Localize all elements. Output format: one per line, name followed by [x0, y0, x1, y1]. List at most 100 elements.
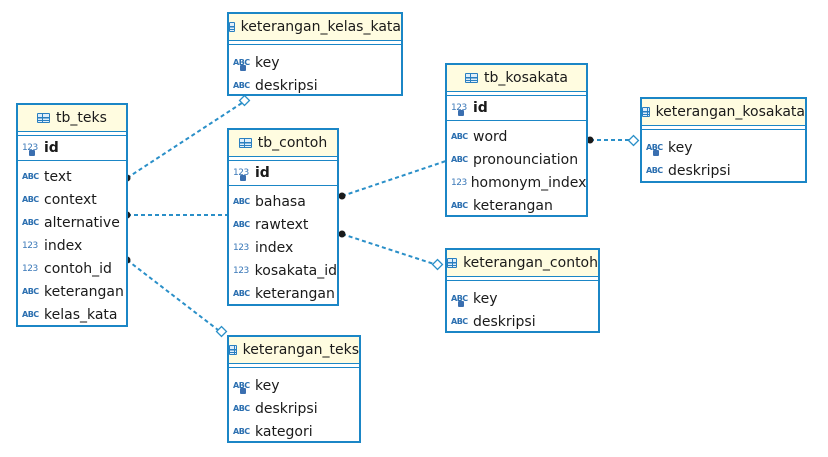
- column-name: keterangan: [473, 197, 553, 214]
- header-separator: [229, 41, 401, 45]
- table-header[interactable]: tb_teks: [18, 105, 126, 132]
- table-icon: [465, 73, 479, 83]
- column-row[interactable]: 123 contoh_id: [18, 257, 126, 280]
- table-name: tb_kosakata: [484, 70, 568, 86]
- edge-end-diamond: [215, 325, 228, 338]
- column-name: id: [255, 165, 270, 181]
- key-type-icon: ABC: [451, 294, 468, 307]
- numeric-type-icon: 123: [451, 177, 467, 188]
- text-type-icon: ABC: [646, 166, 663, 175]
- column-name: deskripsi: [473, 313, 536, 330]
- table-name: tb_teks: [56, 110, 107, 126]
- table-header[interactable]: keterangan_kosakata: [642, 99, 805, 126]
- key-type-icon: ABC: [233, 58, 250, 71]
- text-type-icon: ABC: [233, 197, 250, 206]
- column-name: key: [255, 377, 280, 394]
- table-header[interactable]: keterangan_kelas_kata: [229, 14, 401, 41]
- table-header[interactable]: keterangan_teks: [229, 337, 359, 364]
- text-type-icon: ABC: [233, 427, 250, 436]
- text-type-icon: ABC: [22, 287, 39, 296]
- column-name: context: [44, 191, 97, 208]
- column-name: word: [473, 128, 508, 145]
- edge-teks-contoh: [123, 211, 229, 219]
- numeric-type-icon: 123: [233, 242, 249, 253]
- column-name: deskripsi: [255, 77, 318, 94]
- column-name: alternative: [44, 214, 120, 231]
- header-separator: [642, 126, 805, 130]
- table-header[interactable]: keterangan_contoh: [447, 250, 598, 277]
- table-name: keterangan_kosakata: [655, 104, 805, 120]
- table-keterangan-kelas-kata[interactable]: keterangan_kelas_kata ABC key ABC deskrips…: [227, 12, 403, 96]
- column-row[interactable]: ABC keterangan: [447, 194, 586, 217]
- table-icon: [37, 113, 51, 123]
- table-name: keterangan_contoh: [463, 255, 598, 271]
- table-icon: [229, 22, 235, 32]
- column-name: key: [668, 139, 693, 156]
- edge-end-diamond: [238, 94, 251, 107]
- numeric-type-icon: 123: [22, 263, 38, 274]
- column-name: contoh_id: [44, 260, 112, 277]
- column-row[interactable]: ABC alternative: [18, 211, 126, 234]
- column-row[interactable]: ABC keterangan: [18, 280, 126, 303]
- column-name: id: [44, 140, 59, 156]
- text-type-icon: ABC: [22, 195, 39, 204]
- edge-end-diamond: [431, 258, 444, 271]
- column-row[interactable]: ABC deskripsi: [229, 74, 401, 97]
- primary-key-row[interactable]: 123 id: [18, 136, 126, 161]
- column-row[interactable]: ABC key: [229, 51, 401, 74]
- text-type-icon: ABC: [451, 155, 468, 164]
- column-name: keterangan: [44, 283, 124, 300]
- table-header[interactable]: tb_kosakata: [447, 65, 586, 92]
- text-type-icon: ABC: [451, 317, 468, 326]
- column-name: key: [255, 54, 280, 71]
- primary-key-row[interactable]: 123 id: [447, 96, 586, 121]
- column-row[interactable]: ABC context: [18, 188, 126, 211]
- column-name: kategori: [255, 423, 313, 440]
- header-separator: [229, 364, 359, 368]
- text-type-icon: ABC: [233, 81, 250, 90]
- table-icon: [642, 107, 650, 117]
- numeric-type-icon: 123: [22, 240, 38, 251]
- numeric-key-icon: 123: [451, 103, 469, 116]
- column-row[interactable]: ABC deskripsi: [447, 310, 598, 333]
- numeric-key-icon: 123: [22, 143, 40, 156]
- text-type-icon: ABC: [233, 404, 250, 413]
- header-separator: [229, 157, 337, 161]
- table-icon: [229, 345, 237, 355]
- header-separator: [447, 92, 586, 96]
- edge-end-dot: [586, 136, 594, 144]
- table-header[interactable]: tb_contoh: [229, 130, 337, 157]
- column-name: id: [473, 100, 488, 116]
- column-row[interactable]: ABC kategori: [229, 420, 359, 443]
- edge-kosakata-keterangan-kosakata: [586, 134, 640, 147]
- table-icon: [238, 138, 252, 148]
- text-type-icon: ABC: [22, 218, 39, 227]
- column-name: keterangan: [255, 285, 335, 302]
- text-type-icon: ABC: [451, 201, 468, 210]
- edge-contoh-keterangan-contoh: [338, 230, 444, 271]
